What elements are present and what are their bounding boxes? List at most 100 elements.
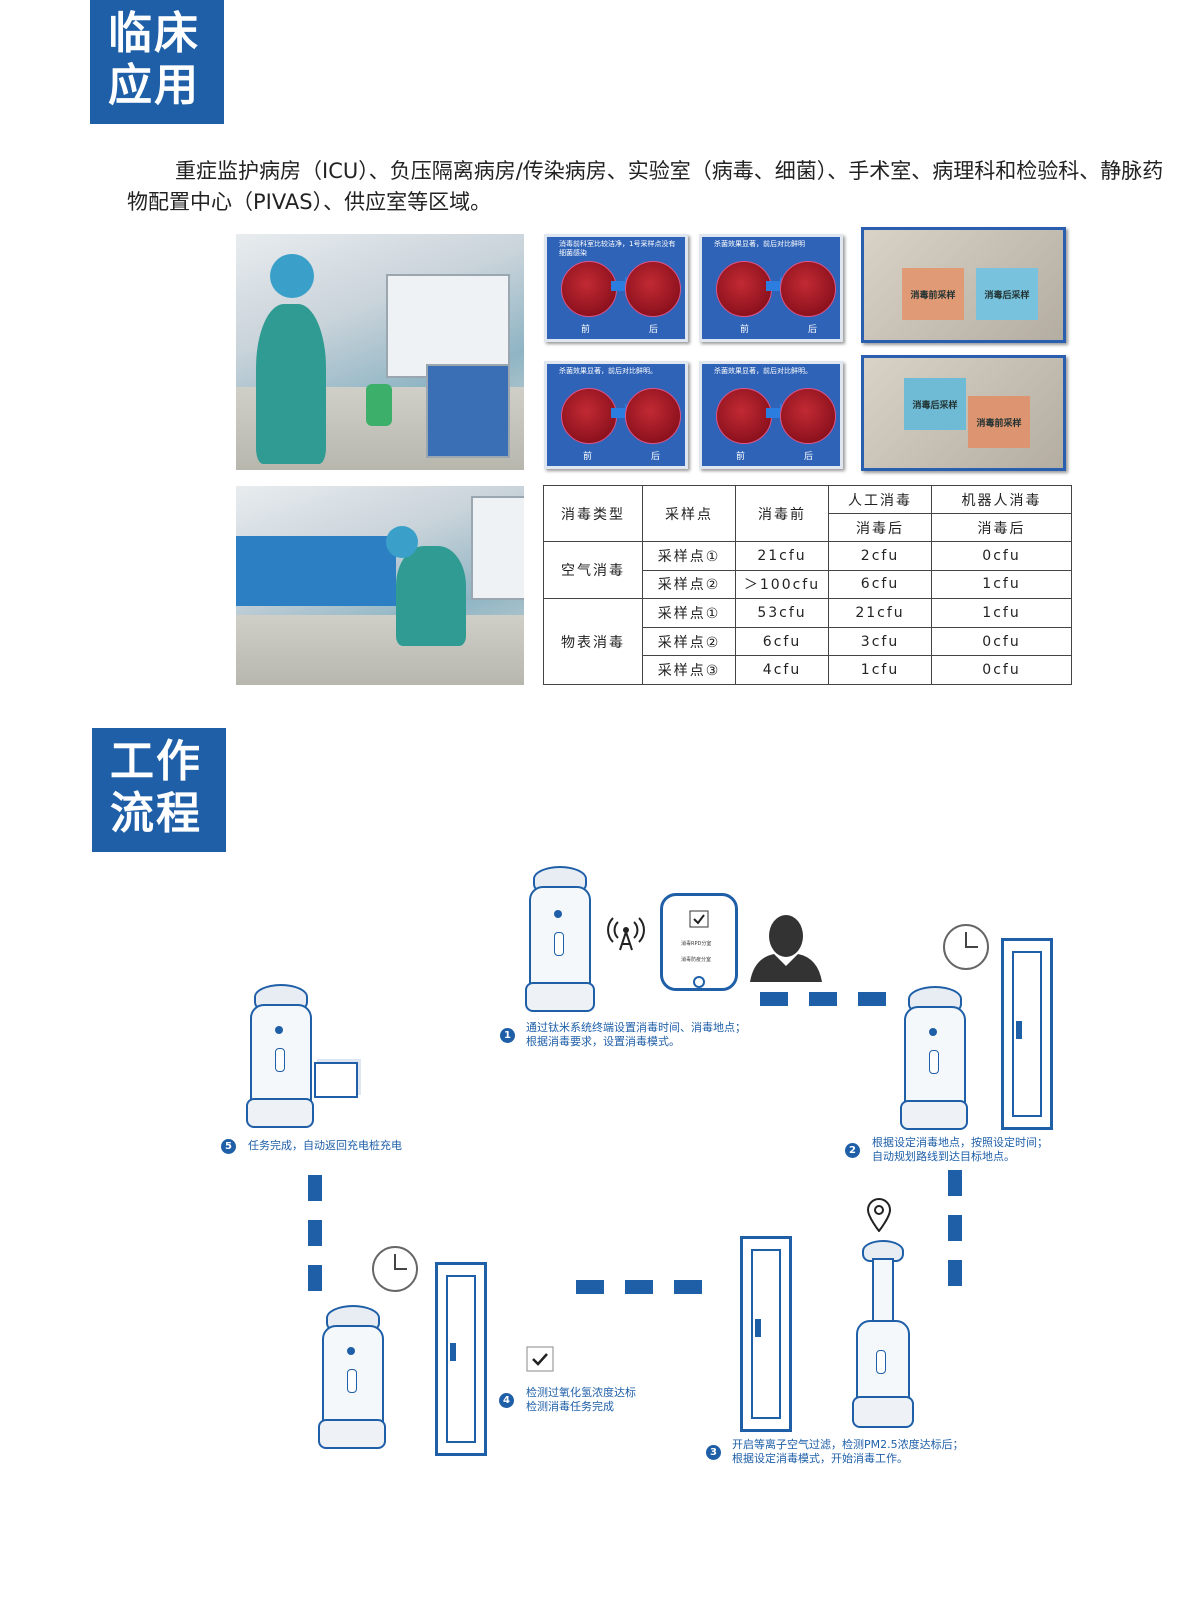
- path-dash: [308, 1220, 322, 1246]
- clock-icon: [943, 924, 989, 970]
- cell-point: 采样点①: [642, 541, 736, 571]
- cell-robot: 0cfu: [931, 541, 1072, 571]
- cell-before: 6cfu: [735, 626, 829, 657]
- cell-point: 采样点②: [642, 626, 736, 657]
- robot-illustration-2: [900, 986, 968, 1131]
- section-badge-clinical: 临床 应用: [90, 0, 224, 124]
- step-number: 1: [500, 1028, 515, 1043]
- table-row: 物表消毒 采样点① 53cfu 21cfu 1cfu: [543, 598, 1072, 685]
- cell-before: 53cfu: [735, 598, 829, 628]
- petri-panel-3: 杀菌效果显著，前后对比鲜明。 前 后: [544, 361, 688, 469]
- panel-caption: 杀菌效果显著，前后对比鲜明。: [559, 367, 657, 375]
- path-dash: [308, 1265, 322, 1291]
- path-dash: [809, 992, 837, 1006]
- step-1-text: 通过钛米系统终端设置消毒时间、消毒地点； 根据消毒要求，设置消毒模式。: [526, 1021, 746, 1049]
- header-robot: 机器人消毒: [931, 485, 1072, 514]
- petri-panel-4: 杀菌效果显著，前后对比鲜明。 前 后: [699, 361, 843, 469]
- header-manual-after: 消毒后: [828, 513, 932, 542]
- cell-point: 采样点②: [642, 569, 736, 600]
- cell-robot: 1cfu: [931, 598, 1072, 628]
- surface-left-label: 消毒前采样: [902, 268, 964, 320]
- table-row: 采样点② 6cfu 3cfu 0cfu: [544, 626, 1072, 657]
- step-line: 根据设定消毒地点，按照设定时间；: [872, 1136, 1048, 1149]
- header-point: 采样点: [642, 485, 736, 542]
- step-3-text: 开启等离子空气过滤，检测PM2.5浓度达标后； 根据设定消毒模式，开始消毒工作。: [732, 1438, 964, 1466]
- panel-caption: 杀菌效果显著，前后对比鲜明。: [714, 367, 812, 375]
- step-number: 2: [845, 1143, 860, 1158]
- tablet-item-1: 消毒RPD分室: [681, 941, 712, 947]
- surface-sample-2: 消毒后采样 消毒前采样: [861, 355, 1066, 471]
- cell-before: ＞100cfu: [735, 569, 829, 600]
- table-row: 空气消毒 采样点① 21cfu 2cfu 0cfu: [543, 540, 1072, 600]
- panel-after-label: 后: [804, 452, 814, 462]
- panel-before-label: 前: [740, 325, 750, 335]
- step-line: 开启等离子空气过滤，检测PM2.5浓度达标后；: [732, 1438, 964, 1451]
- clock-icon: [372, 1246, 418, 1292]
- panel-before-label: 前: [581, 325, 591, 335]
- robot-illustration-3: [850, 1240, 914, 1430]
- step-line: 任务完成，自动返回充电桩充电: [248, 1139, 402, 1152]
- robot-illustration-5: [246, 984, 314, 1129]
- robot-illustration-1: [525, 866, 595, 1012]
- panel-before-label: 前: [583, 452, 593, 462]
- panel-before-label: 前: [736, 452, 746, 462]
- badge-line1: 临床: [108, 8, 200, 59]
- path-dash: [308, 1175, 322, 1201]
- step-5-text: 任务完成，自动返回充电桩充电: [248, 1139, 402, 1153]
- step-line: 自动规划路线到达目标地点。: [872, 1150, 1015, 1163]
- intro-paragraph: 重症监护病房（ICU）、负压隔离病房/传染病房、实验室（病毒、细菌）、手术室、病…: [127, 159, 1164, 214]
- surface-right-label: 消毒后采样: [976, 268, 1038, 320]
- cell-before: 21cfu: [735, 541, 829, 571]
- table-row: 采样点② ＞100cfu 6cfu 1cfu: [544, 569, 1072, 600]
- cell-before: 4cfu: [735, 655, 829, 685]
- door-illustration: [435, 1262, 487, 1456]
- panel-after-label: 后: [808, 325, 818, 335]
- cell-robot: 0cfu: [931, 626, 1072, 657]
- disinfection-results-table: 消毒类型 采样点 消毒前 人工消毒 机器人消毒 消毒后 消毒后 空气消毒 采样点…: [543, 485, 1072, 685]
- cell-robot: 1cfu: [931, 569, 1072, 600]
- path-dash: [858, 992, 886, 1006]
- step-line: 通过钛米系统终端设置消毒时间、消毒地点；: [526, 1021, 746, 1034]
- surface-sample-1: 消毒前采样 消毒后采样: [861, 227, 1066, 343]
- charging-dock: [314, 1062, 358, 1098]
- badge-line1: 工作: [110, 736, 202, 787]
- step-number: 5: [221, 1139, 236, 1154]
- step-line: 根据设定消毒模式，开始消毒工作。: [732, 1452, 908, 1465]
- door-illustration: [1001, 938, 1053, 1130]
- petri-panel-1: 消毒前科室比较洁净，1号采样点没有细菌感染 前 后: [544, 234, 688, 342]
- cell-manual: 3cfu: [828, 626, 932, 657]
- photo-operating-room: [236, 486, 524, 685]
- path-dash: [674, 1280, 702, 1294]
- cell-robot: 0cfu: [931, 655, 1072, 685]
- step-line: 检测过氧化氢浓度达标: [526, 1386, 636, 1399]
- door-illustration: [740, 1236, 792, 1432]
- panel-caption: 杀菌效果显著，前后对比鲜明: [714, 240, 805, 248]
- path-dash: [576, 1280, 604, 1294]
- step-2-text: 根据设定消毒地点，按照设定时间； 自动规划路线到达目标地点。: [872, 1136, 1048, 1164]
- step-line: 检测消毒任务完成: [526, 1400, 614, 1413]
- badge-line2: 流程: [110, 788, 202, 839]
- header-before: 消毒前: [735, 485, 829, 542]
- step-4-text: 检测过氧化氢浓度达标 检测消毒任务完成: [526, 1386, 636, 1414]
- cell-manual: 2cfu: [828, 541, 932, 571]
- panel-caption: 消毒前科室比较洁净，1号采样点没有细菌感染: [559, 240, 676, 257]
- step-line: 根据消毒要求，设置消毒模式。: [526, 1035, 680, 1048]
- cell-point: 采样点①: [642, 598, 736, 628]
- panel-after-label: 后: [649, 325, 659, 335]
- photo-icu: [236, 234, 524, 470]
- surface-left-label: 消毒后采样: [904, 378, 966, 430]
- step-number: 4: [499, 1393, 514, 1408]
- path-dash: [948, 1260, 962, 1286]
- cell-manual: 21cfu: [828, 598, 932, 628]
- checkmark-icon: [689, 910, 709, 928]
- group-surface: 物表消毒: [543, 598, 643, 685]
- location-pin-icon: [866, 1198, 892, 1232]
- panel-after-label: 后: [651, 452, 661, 462]
- path-dash: [625, 1280, 653, 1294]
- control-tablet: 消毒RPD分室 消毒防疫分室: [660, 893, 738, 991]
- checkmark-icon: [526, 1346, 554, 1372]
- badge-line2: 应用: [108, 60, 200, 111]
- operator-person-icon: [750, 915, 822, 982]
- robot-illustration-4: [318, 1305, 386, 1450]
- path-dash: [760, 992, 788, 1006]
